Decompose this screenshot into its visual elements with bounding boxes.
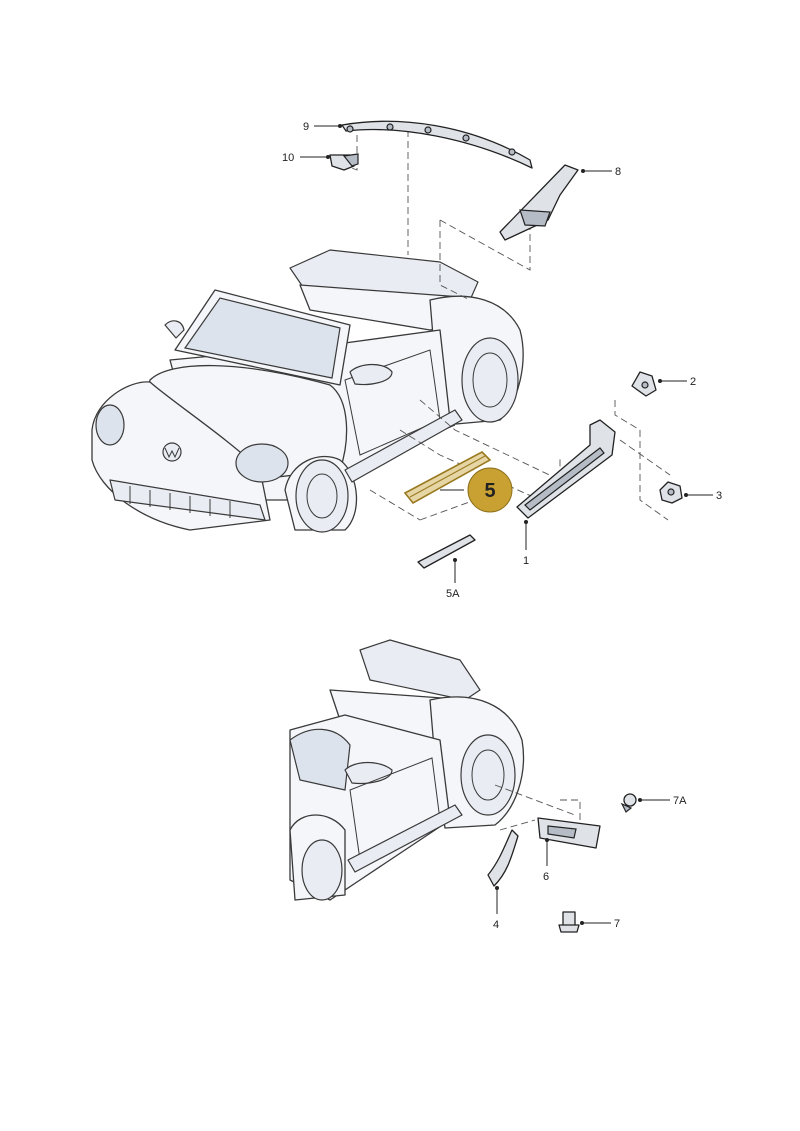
part-clip-3 <box>659 481 683 504</box>
label-part-9: 9 <box>303 121 309 133</box>
highlight-badge-part-5[interactable]: 5 <box>467 467 513 513</box>
label-part-7: 7 <box>614 918 620 930</box>
car-illustration-bottom <box>289 639 525 901</box>
part-sill-cover-highlighted <box>403 451 492 505</box>
highlight-badge-label: 5 <box>484 480 495 502</box>
part-sill-strip-5a <box>417 534 476 569</box>
label-part-3: 3 <box>716 490 722 502</box>
part-pillar-trim-8 <box>499 164 579 241</box>
assembly-guide-lines-top <box>329 130 671 521</box>
label-part-6: 6 <box>543 871 549 883</box>
assembly-guide-lines-bottom <box>494 784 581 831</box>
label-part-10: 10 <box>282 152 294 164</box>
car-illustration-top <box>91 249 524 533</box>
label-part-5a: 5A <box>446 588 460 600</box>
highlight-badge-circle <box>467 467 513 513</box>
leader-lines <box>300 123 713 926</box>
part-clip-10 <box>329 153 359 171</box>
part-screw-7a <box>620 793 637 813</box>
part-bracket-6 <box>537 817 601 849</box>
label-part-8: 8 <box>615 166 621 178</box>
label-part-2: 2 <box>690 376 696 388</box>
label-part-4: 4 <box>493 919 499 931</box>
label-part-1: 1 <box>523 555 529 567</box>
part-sill-panel-1 <box>516 419 616 519</box>
part-screw-7 <box>558 911 580 933</box>
part-clip-2 <box>631 371 657 397</box>
part-roof-trim-strip <box>341 120 533 169</box>
label-part-7a: 7A <box>673 795 687 807</box>
part-trim-piece-4 <box>487 829 519 887</box>
